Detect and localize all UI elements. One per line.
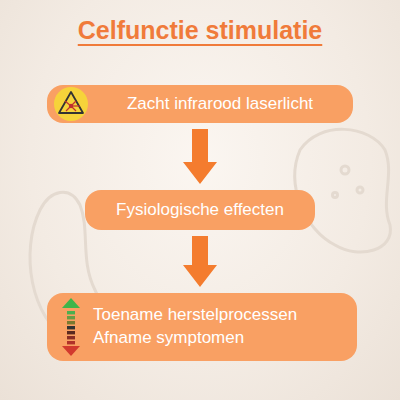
process-box: Fysiologische effecten — [85, 190, 315, 230]
flow-arrow — [183, 129, 217, 184]
process-box: Zacht infrarood laserlicht — [47, 85, 353, 123]
box-text: Afname symptomen — [93, 327, 244, 350]
flow-arrow — [183, 236, 217, 287]
laser-warning-icon — [53, 86, 89, 122]
box-text: Zacht infrarood laserlicht — [127, 93, 313, 116]
up-down-icon — [59, 297, 83, 357]
process-box: Toename herstelprocessenAfname symptomen — [47, 293, 357, 361]
diagram-title: Celfunctie stimulatie — [0, 16, 400, 45]
box-text: Fysiologische effecten — [116, 199, 284, 222]
box-text: Toename herstelprocessen — [93, 304, 297, 327]
